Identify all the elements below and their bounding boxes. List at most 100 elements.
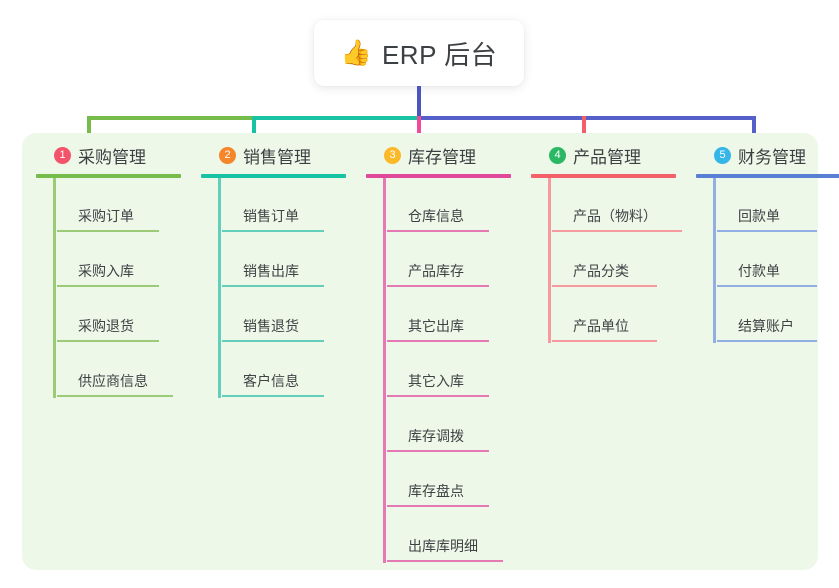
- branch-number-badge: 3: [384, 146, 401, 164]
- branch-item-underline: [387, 395, 489, 397]
- branch-item[interactable]: 结算账户: [717, 288, 839, 343]
- branch-spine: [383, 178, 386, 563]
- branch-item-underline: [717, 340, 817, 342]
- branch-item[interactable]: 客户信息: [222, 343, 351, 398]
- branch-item-label: 产品单位: [573, 318, 629, 334]
- branch-item-label: 产品（物料）: [573, 208, 657, 224]
- branch-item[interactable]: 产品（物料）: [552, 178, 682, 233]
- branch-item[interactable]: 销售出库: [222, 233, 351, 288]
- branch-column-4: 4 产品管理产品（物料） 产品分类产品单位: [531, 141, 682, 343]
- branch-item-underline: [57, 395, 173, 397]
- branch-item-underline: [552, 230, 682, 232]
- branch-column-5: 5 财务管理回款单付款单结算账户: [696, 141, 839, 343]
- branch-header-1[interactable]: 1 采购管理: [36, 141, 186, 169]
- branch-item-label: 仓库信息: [408, 208, 464, 224]
- branch-item[interactable]: 采购订单: [57, 178, 186, 233]
- branch-item-label: 库存盘点: [408, 483, 464, 499]
- root-stem-connector: [417, 86, 421, 118]
- bus-segment-3: [417, 116, 756, 120]
- branch-item-underline: [552, 340, 657, 342]
- branch-number-badge: 4: [549, 146, 566, 164]
- branch-underline: [531, 174, 676, 178]
- branch-item[interactable]: 回款单: [717, 178, 839, 233]
- branch-item[interactable]: 采购退货: [57, 288, 186, 343]
- branch-item-label: 销售出库: [243, 263, 299, 279]
- branch-item[interactable]: 采购入库: [57, 233, 186, 288]
- branch-header-4[interactable]: 4 产品管理: [531, 141, 681, 169]
- branch-item-underline: [717, 285, 817, 287]
- branch-drop-connector-5: [752, 116, 756, 146]
- branch-items-5: 回款单付款单结算账户: [696, 178, 839, 343]
- branch-title: 采购管理: [78, 147, 146, 167]
- branch-underline: [201, 174, 346, 178]
- branch-item-label: 结算账户: [738, 318, 794, 334]
- branch-items-3: 仓库信息产品库存其它出库其它入库库存调拨库存盘点出库库明细: [366, 178, 516, 563]
- branch-item[interactable]: 库存盘点: [387, 453, 516, 508]
- branch-item-underline: [57, 340, 159, 342]
- branch-spine: [53, 178, 56, 398]
- branch-title: 库存管理: [408, 147, 476, 167]
- branch-item-label: 出库库明细: [408, 538, 478, 554]
- branch-item[interactable]: 产品库存: [387, 233, 516, 288]
- branch-title: 产品管理: [573, 147, 641, 167]
- branch-underline: [696, 174, 839, 178]
- branch-item[interactable]: 产品分类: [552, 233, 681, 288]
- branch-item-underline: [387, 340, 489, 342]
- branch-item-label: 采购订单: [78, 208, 134, 224]
- branch-item-label: 产品库存: [408, 263, 464, 279]
- branch-header-5[interactable]: 5 财务管理: [696, 141, 839, 169]
- branch-item-underline: [57, 230, 159, 232]
- branch-header-3[interactable]: 3 库存管理: [366, 141, 516, 169]
- branch-item-label: 供应商信息: [78, 373, 148, 389]
- branch-item-label: 销售退货: [243, 318, 299, 334]
- branch-drop-connector-1: [87, 116, 91, 146]
- branch-column-3: 3 库存管理仓库信息产品库存其它出库其它入库库存调拨库存盘点出库库明细: [366, 141, 516, 563]
- branch-item-underline: [222, 395, 324, 397]
- branch-item-label: 回款单: [738, 208, 780, 224]
- branch-drop-connector-2: [252, 116, 256, 146]
- branch-item-label: 库存调拨: [408, 428, 464, 444]
- branch-spine: [713, 178, 716, 343]
- thumbs-up-icon: 👍: [340, 38, 372, 67]
- branch-item[interactable]: 供应商信息: [57, 343, 186, 398]
- branch-item-underline: [222, 340, 324, 342]
- branch-item-label: 客户信息: [243, 373, 299, 389]
- branch-items-1: 采购订单采购入库采购退货供应商信息: [36, 178, 186, 398]
- branch-item[interactable]: 其它入库: [387, 343, 516, 398]
- branch-number-badge: 1: [54, 146, 71, 164]
- branch-item-underline: [387, 450, 489, 452]
- branch-items-2: 销售订单销售出库销售退货客户信息: [201, 178, 351, 398]
- branch-item[interactable]: 出库库明细: [387, 508, 516, 563]
- branch-item[interactable]: 产品单位: [552, 288, 681, 343]
- root-node-title: ERP 后台: [381, 39, 498, 70]
- branch-item-underline: [57, 285, 159, 287]
- branch-item-label: 采购退货: [78, 318, 134, 334]
- branch-item[interactable]: 销售退货: [222, 288, 351, 343]
- branch-item-underline: [717, 230, 817, 232]
- branch-spine: [218, 178, 221, 398]
- branch-item[interactable]: 付款单: [717, 233, 839, 288]
- branch-item-underline: [387, 230, 489, 232]
- root-node-card[interactable]: 👍 ERP 后台: [314, 20, 524, 86]
- branch-item[interactable]: 仓库信息: [387, 178, 516, 233]
- branch-item-label: 其它入库: [408, 373, 464, 389]
- branch-number-badge: 5: [714, 146, 731, 164]
- branch-item-label: 其它出库: [408, 318, 464, 334]
- branch-spine: [548, 178, 551, 343]
- branch-item-underline: [552, 285, 657, 287]
- branch-item-label: 销售订单: [243, 208, 299, 224]
- branch-item[interactable]: 其它出库: [387, 288, 516, 343]
- branch-title: 财务管理: [738, 147, 806, 167]
- branch-underline: [366, 174, 511, 178]
- branch-drop-connector-3: [417, 116, 421, 146]
- bus-segment-2: [252, 116, 419, 120]
- branch-item-label: 付款单: [738, 263, 780, 279]
- branch-item-underline: [222, 285, 324, 287]
- branch-item-underline: [387, 505, 489, 507]
- branch-item[interactable]: 库存调拨: [387, 398, 516, 453]
- branch-item[interactable]: 销售订单: [222, 178, 351, 233]
- bus-segment-1: [87, 116, 254, 120]
- branch-title: 销售管理: [243, 147, 311, 167]
